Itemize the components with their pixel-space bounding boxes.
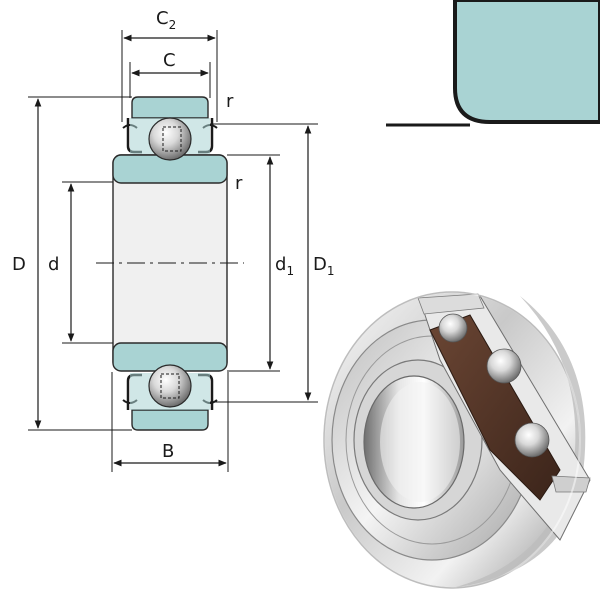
dimension-labels: C2 C r r D d d1 D1 B [12, 8, 335, 462]
outer-ring-bottom [131, 409, 209, 431]
label-c2: C2 [156, 8, 176, 32]
label-d-bore: d [48, 254, 59, 275]
label-c: C [163, 50, 176, 71]
dimension-lines [28, 30, 318, 472]
corner-symbol [386, 0, 600, 127]
ball-3d-2 [486, 348, 522, 384]
label-b: B [162, 441, 174, 462]
label-d-outer: D [12, 254, 26, 275]
ball-top [148, 117, 192, 161]
label-d1-outer: D1 [313, 254, 335, 278]
label-d1: d1 [275, 254, 294, 278]
ball-3d-1 [438, 313, 468, 343]
ball-3d-3 [514, 422, 550, 458]
label-r-mid: r [235, 173, 243, 194]
ball-bottom [148, 364, 192, 408]
cross-section [96, 96, 244, 431]
bearing-3d-render [323, 291, 591, 589]
label-r-top: r [226, 91, 234, 112]
outer-ring-top [131, 96, 209, 119]
